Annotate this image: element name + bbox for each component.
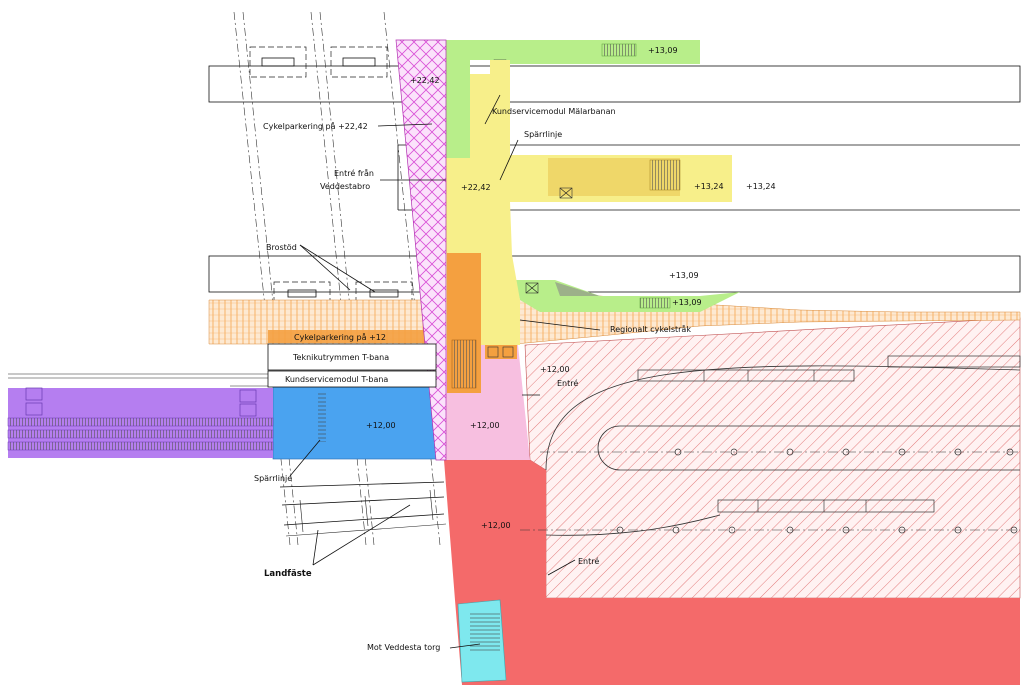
label-kundservice-malarbanan: Kundservicemodul Mälarbanan bbox=[492, 107, 616, 116]
label-kundservice-tbana: Kundservicemodul T-bana bbox=[285, 375, 388, 384]
label-teknikutrymmen: Teknikutrymmen T-bana bbox=[292, 353, 389, 362]
elevation-label-1309-top: +13,09 bbox=[648, 46, 678, 55]
blue-tbana-zone bbox=[272, 386, 438, 460]
label-cykelparkering-2242: Cykelparkering på +22,42 bbox=[263, 121, 368, 131]
elevation-label-1200-red: +12,00 bbox=[481, 521, 511, 530]
bridge-supports bbox=[249, 46, 413, 305]
label-brostod: Brostöd bbox=[266, 243, 297, 252]
label-sparrlinje-lower: Spärrlinje bbox=[254, 474, 292, 483]
elevation-label-1324-a: +13,24 bbox=[694, 182, 724, 191]
violet-platform-zone bbox=[7, 387, 274, 458]
elevation-label-1200-pink: +12,00 bbox=[470, 421, 500, 430]
elevation-label-1324-b: +13,24 bbox=[746, 182, 776, 191]
red-plaza-zone bbox=[444, 460, 1020, 685]
customer-service-box bbox=[267, 370, 437, 388]
label-entre-upper: Entré bbox=[557, 378, 578, 388]
label-cykelparkering-12: Cykelparkering på +12 bbox=[294, 332, 386, 342]
label-entre-lower: Entré bbox=[578, 556, 599, 566]
elevation-label-1200-blue: +12,00 bbox=[366, 421, 396, 430]
cycle-parking-bar bbox=[268, 330, 438, 343]
column-axis-lines bbox=[233, 11, 441, 546]
label-sparrlinje-upper: Spärrlinje bbox=[524, 130, 562, 139]
elevation-label-1309-mid: +13,09 bbox=[669, 271, 699, 280]
label-veddestabro: Veddestabro bbox=[320, 182, 370, 191]
elevation-label-1200-right: +12,00 bbox=[540, 365, 570, 374]
technical-rooms-box bbox=[267, 343, 437, 371]
red-hatched-plaza bbox=[524, 317, 1021, 599]
label-mot-veddesta-torg: Mot Veddesta torg bbox=[367, 643, 440, 652]
leader-lines bbox=[289, 94, 601, 649]
label-landfaste: Landfäste bbox=[264, 569, 312, 579]
elevation-label-2242-mid: +22,42 bbox=[461, 183, 491, 192]
orange-zone bbox=[447, 253, 517, 393]
label-regionalt-cykelstrak: Regionalt cykelstråk bbox=[610, 324, 691, 334]
elevation-label-2242-upper: +22,42 bbox=[410, 76, 440, 85]
bus-terminal bbox=[520, 355, 1021, 536]
label-entre-fran: Entré från bbox=[334, 168, 374, 178]
abutment-structure bbox=[279, 481, 447, 537]
elevation-label-1309-low: +13,09 bbox=[672, 298, 702, 307]
